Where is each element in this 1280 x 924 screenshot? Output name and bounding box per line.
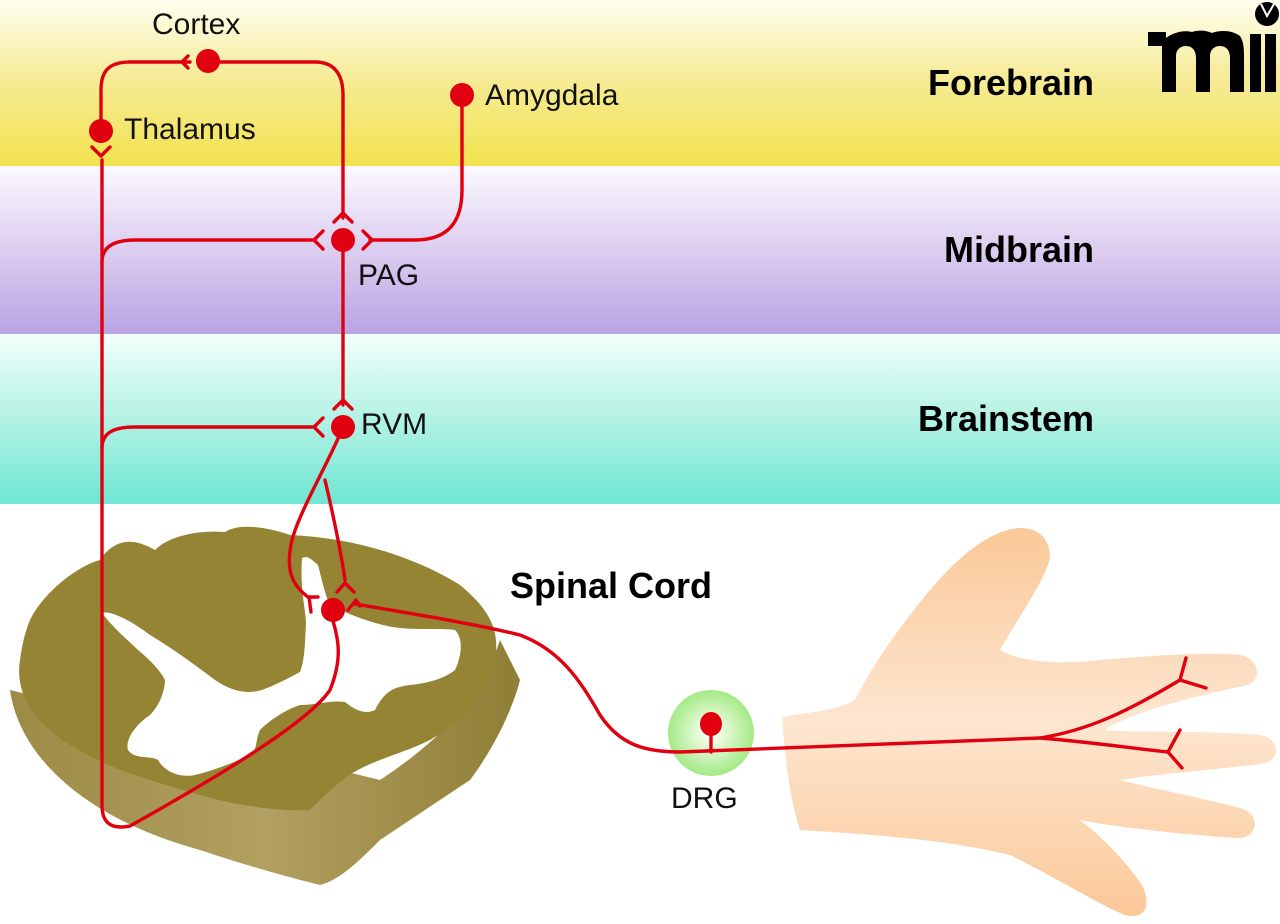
dorsal-horn-neuron bbox=[321, 598, 345, 622]
cortex-to-pag bbox=[206, 60, 345, 220]
thalamus-synapse-fork bbox=[90, 145, 112, 158]
region-label-forebrain: Forebrain bbox=[927, 62, 1094, 103]
node-label-thalamus: Thalamus bbox=[124, 113, 256, 146]
pag-synapse-fork-right bbox=[361, 229, 374, 251]
thalamocortical-tract bbox=[99, 60, 192, 133]
primary-afferent bbox=[353, 602, 1182, 754]
neuron-bodies bbox=[89, 49, 722, 736]
spinothalamic-tract bbox=[100, 158, 340, 829]
spinal-to-pag bbox=[100, 238, 314, 264]
region-label-brainstem: Brainstem bbox=[917, 398, 1094, 439]
node-label-cortex: Cortex bbox=[152, 8, 241, 41]
node-label-drg: DRG bbox=[671, 782, 738, 815]
drg-neuron bbox=[700, 712, 722, 736]
pag-synapse-fork-top bbox=[332, 211, 354, 224]
amygdala-to-pag bbox=[368, 94, 464, 242]
cortex-neuron bbox=[196, 49, 220, 73]
node-label-pag: PAG bbox=[358, 259, 420, 292]
spinal-to-rvm bbox=[100, 425, 314, 450]
pag-neuron bbox=[331, 228, 355, 252]
cortex-synapse-fork bbox=[180, 54, 190, 70]
brainstem-band bbox=[0, 334, 1280, 504]
finger-ending-lower bbox=[1166, 728, 1184, 770]
rvm-descending-left bbox=[287, 425, 345, 599]
cord-synapse-fork-top bbox=[335, 581, 356, 594]
midbrain-band bbox=[0, 166, 1280, 334]
forebrain-band bbox=[0, 0, 1280, 166]
finger-ending-upper bbox=[1178, 656, 1208, 690]
cord-synapse-fork-left bbox=[306, 595, 320, 614]
node-label-amygdala: Amygdala bbox=[485, 79, 619, 112]
rvm-synapse-fork-left bbox=[312, 416, 325, 438]
hand bbox=[782, 528, 1277, 916]
pag-synapse-fork-left bbox=[312, 229, 325, 251]
rvm-neuron bbox=[331, 415, 355, 439]
thalamus-neuron bbox=[89, 119, 113, 143]
region-label-spinal-cord: Spinal Cord bbox=[510, 565, 713, 606]
pathway-lines bbox=[90, 54, 1208, 829]
afferent-branch bbox=[1038, 736, 1170, 754]
mi-logo bbox=[1148, 2, 1279, 92]
amygdala-neuron bbox=[450, 83, 474, 107]
region-label-midbrain: Midbrain bbox=[944, 229, 1094, 270]
rvm-descending-right bbox=[323, 478, 347, 582]
rvm-synapse-fork-top bbox=[332, 398, 354, 411]
cord-synapse-fork-right bbox=[346, 598, 362, 612]
node-label-rvm: RVM bbox=[361, 408, 428, 441]
spinal-cord-gray-matter bbox=[102, 557, 461, 776]
